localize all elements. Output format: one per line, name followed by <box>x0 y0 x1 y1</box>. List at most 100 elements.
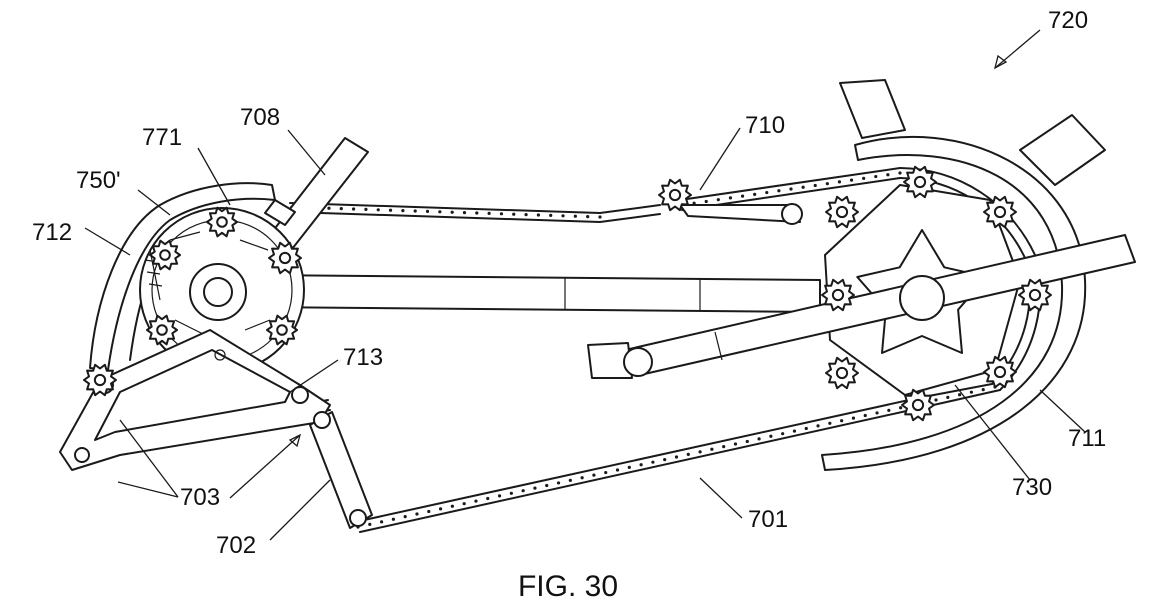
sprocket-upper-rear <box>268 241 302 275</box>
chain-link <box>710 447 714 451</box>
chain-link <box>486 496 490 501</box>
chain-link <box>801 185 805 189</box>
chain-link <box>403 515 407 519</box>
chain-link <box>556 481 561 485</box>
chain-link <box>391 517 395 521</box>
chain-link <box>674 455 679 459</box>
chain-link <box>598 215 602 219</box>
chain-link <box>512 212 516 216</box>
chain-link <box>524 213 528 217</box>
idler-arm-710 <box>679 203 803 225</box>
chain-link <box>792 429 797 433</box>
chain-link <box>561 214 565 218</box>
chain-link <box>862 176 866 180</box>
chain-link <box>568 478 572 482</box>
chain-link <box>450 504 454 508</box>
chain-link <box>573 214 577 218</box>
seat-tube-stub <box>839 79 906 139</box>
chain-link <box>364 207 368 211</box>
chain-link <box>745 439 749 444</box>
figure-caption: FIG. 30 <box>518 570 618 600</box>
tensioner-arm-702 <box>309 411 373 529</box>
chain-link <box>627 465 631 469</box>
chain-link <box>769 434 773 438</box>
label-720: 720 <box>1048 7 1088 34</box>
chain-link <box>934 398 938 402</box>
sprocket-right-2 <box>1018 278 1052 312</box>
chain-link <box>863 413 867 418</box>
chain-link <box>462 502 466 506</box>
chain-guard-711 <box>821 136 1087 471</box>
chain-link <box>686 452 690 457</box>
label-703: 703 <box>180 484 220 511</box>
chain-link <box>545 483 549 488</box>
label-710: 710 <box>745 112 785 139</box>
chain-link <box>663 457 667 462</box>
label-730: 730 <box>1012 474 1052 501</box>
label-702: 702 <box>216 532 256 559</box>
chain-link <box>837 180 842 184</box>
chain-link <box>981 387 985 392</box>
chain-link <box>415 512 419 516</box>
chain-link <box>740 194 745 198</box>
chain-link <box>499 212 504 216</box>
chain-link <box>427 509 431 514</box>
sprocket-right-3 <box>983 355 1017 389</box>
chain-link <box>401 209 405 213</box>
chain-link <box>698 450 702 454</box>
hub-sprocket-left <box>146 314 178 346</box>
chain-link <box>969 390 974 394</box>
leader-lines <box>84 29 1086 541</box>
chain-link <box>765 190 769 195</box>
chain-link <box>875 411 879 415</box>
chain-link <box>376 208 380 212</box>
chain-link <box>753 192 757 196</box>
chain-link <box>475 211 479 215</box>
chain-link <box>946 395 950 399</box>
chain-link <box>733 442 738 446</box>
chain-link <box>828 421 832 425</box>
cover-712 <box>89 182 276 371</box>
chain-link <box>388 208 393 212</box>
chain-link <box>487 211 491 215</box>
chain-link <box>813 183 817 188</box>
hub-sprocket-top <box>206 206 238 238</box>
sprocket-710 <box>658 178 692 212</box>
down-tube-stub <box>1019 114 1106 186</box>
chain-link <box>757 437 761 441</box>
chain-link <box>816 424 820 428</box>
chain-link <box>958 393 962 397</box>
label-708: 708 <box>240 104 280 131</box>
chain-link <box>339 207 343 211</box>
chain-link <box>886 173 890 177</box>
chain-link <box>887 408 891 412</box>
chain-link <box>533 486 537 490</box>
chain-link <box>462 211 467 215</box>
chain-link <box>438 507 443 511</box>
chain-link <box>521 489 525 493</box>
chain-link <box>425 209 430 213</box>
chain-link <box>497 494 502 498</box>
chain-link <box>898 171 902 175</box>
sprocket-bottom <box>901 388 935 422</box>
chain-link <box>722 445 726 449</box>
label-712: 712 <box>32 219 72 246</box>
chain-link <box>651 460 655 464</box>
hub-sprocket-right <box>266 314 298 346</box>
chain-link <box>615 468 620 472</box>
label-750-prime: 750' <box>76 167 121 194</box>
chain-link <box>413 209 417 213</box>
chain-link <box>777 189 781 193</box>
chain-link <box>352 207 356 211</box>
sprocket-front-left <box>821 278 855 312</box>
label-713: 713 <box>343 344 383 371</box>
chain-link <box>789 187 793 191</box>
chain-link <box>509 491 513 495</box>
chain-link <box>899 406 903 410</box>
chain-link <box>781 432 785 436</box>
chain-link <box>580 476 584 480</box>
reference-numerals: 720 708 771 750' 712 710 713 703 702 701… <box>32 7 1106 559</box>
chain-link <box>536 213 541 217</box>
chain-link <box>728 196 733 200</box>
